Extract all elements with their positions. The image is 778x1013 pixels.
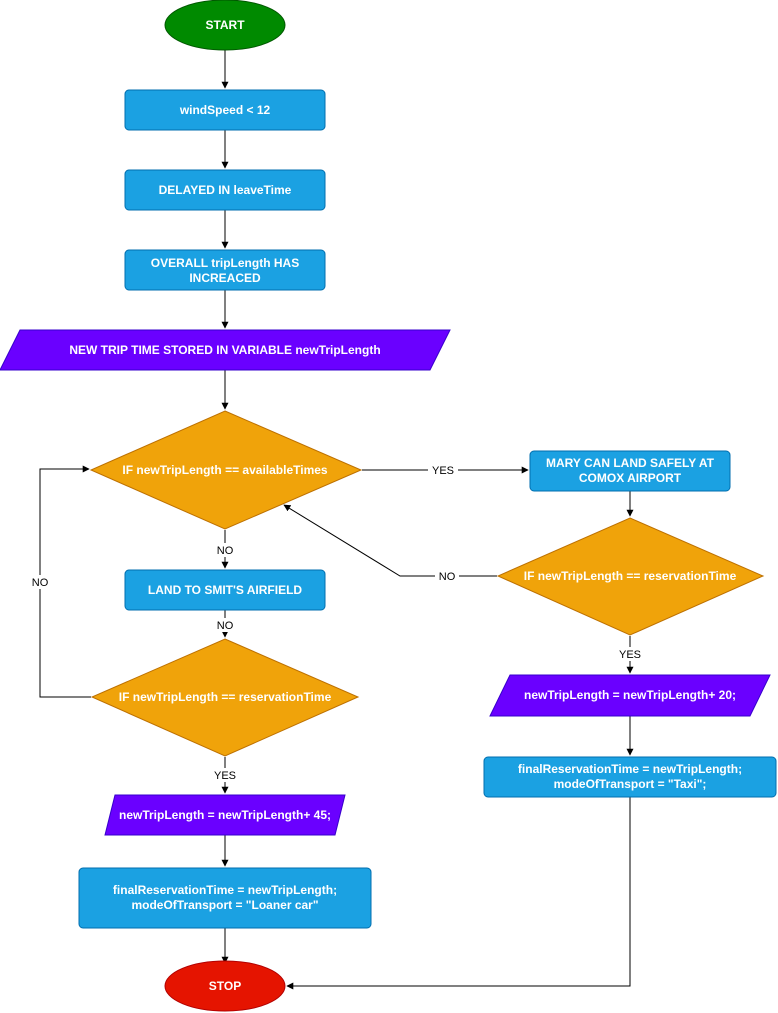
decision-reservation-left: IF newTripLength == reservationTime	[90, 638, 360, 757]
process-label-line1: finalReservationTime = newTripLength;	[518, 762, 742, 776]
process-mary-land: MARY CAN LAND SAFELY AT COMOX AIRPORT	[529, 450, 731, 492]
edge-final-taxi-to-stop	[286, 797, 631, 990]
process-shape	[124, 569, 326, 611]
io-shape	[489, 674, 771, 717]
decision-shape	[496, 517, 765, 636]
stop-shape	[164, 960, 286, 1012]
start-shape	[164, 0, 286, 51]
process-land-smit: LAND TO SMIT'S AIRFIELD	[124, 569, 326, 611]
process-shape	[78, 867, 372, 929]
process-label-line2: COMOX AIRPORT	[579, 471, 682, 485]
stop-node: STOP	[164, 960, 286, 1012]
io-label: NEW TRIP TIME STORED IN VARIABLE newTrip…	[69, 343, 380, 357]
process-label-line2: modeOfTransport = "Taxi";	[554, 777, 707, 791]
edge-right-loop	[283, 504, 497, 577]
io-shape	[0, 329, 451, 371]
no-label: NO	[439, 571, 456, 583]
decision-label: IF newTripLength == reservationTime	[524, 569, 737, 583]
process-label-line2: INCREACED	[189, 271, 261, 285]
io-shape	[104, 794, 346, 836]
yes-label: YES	[214, 770, 236, 782]
decision-available: IF newTripLength == availableTimes	[89, 410, 363, 530]
io-add-20: newTripLength = newTripLength+ 20;	[489, 674, 771, 717]
decision-reservation-right: IF newTripLength == reservationTime	[496, 517, 765, 636]
process-shape	[124, 89, 326, 131]
process-final-taxi: finalReservationTime = newTripLength; mo…	[483, 756, 777, 798]
process-trip-increased: OVERALL tripLength HAS INCREACED	[124, 249, 326, 291]
process-shape	[529, 450, 731, 492]
io-label: newTripLength = newTripLength+ 20;	[524, 688, 736, 702]
io-label: newTripLength = newTripLength+ 45;	[119, 808, 331, 822]
process-label-line1: OVERALL tripLength HAS	[151, 256, 299, 270]
edge-label-no-smit: NO	[213, 543, 237, 557]
process-delayed: DELAYED IN leaveTime	[124, 169, 326, 211]
process-shape	[483, 756, 777, 798]
stop-label: STOP	[209, 979, 241, 993]
process-final-loaner: finalReservationTime = newTripLength; mo…	[78, 867, 372, 929]
decision-shape	[90, 638, 360, 757]
edge-label-yes-right: YES	[615, 647, 645, 661]
yes-label: YES	[619, 649, 641, 661]
process-label: DELAYED IN leaveTime	[159, 183, 292, 197]
edge-label-yes-left: YES	[210, 768, 240, 782]
no-label: NO	[217, 545, 234, 557]
io-add-45: newTripLength = newTripLength+ 45;	[104, 794, 346, 836]
no-label: NO	[32, 577, 49, 589]
io-store-new-trip: NEW TRIP TIME STORED IN VARIABLE newTrip…	[0, 329, 451, 371]
process-label-line1: finalReservationTime = newTripLength;	[113, 883, 337, 897]
process-shape	[124, 249, 326, 291]
decision-shape	[89, 410, 363, 530]
process-label-line2: modeOfTransport = "Loaner car"	[131, 898, 318, 912]
no-label: NO	[217, 620, 234, 632]
decision-label: IF newTripLength == reservationTime	[119, 690, 332, 704]
edge-label-no-from-smit: NO	[213, 618, 237, 632]
process-label: LAND TO SMIT'S AIRFIELD	[148, 583, 303, 597]
process-label: windSpeed < 12	[179, 103, 271, 117]
decision-label: IF newTripLength == availableTimes	[122, 463, 328, 477]
edge-label-no-left-loop: NO	[28, 575, 52, 589]
process-label-line1: MARY CAN LAND SAFELY AT	[546, 456, 715, 470]
process-wind-speed: windSpeed < 12	[124, 89, 326, 131]
edge-labels: YES NO NO NO NO YES YES	[28, 463, 645, 782]
yes-label: YES	[432, 465, 454, 477]
start-label: START	[205, 18, 245, 32]
edge-label-yes-mary: YES	[428, 463, 458, 477]
process-shape	[124, 169, 326, 211]
start-node: START	[164, 0, 286, 51]
edge-label-no-right-loop: NO	[435, 569, 459, 583]
